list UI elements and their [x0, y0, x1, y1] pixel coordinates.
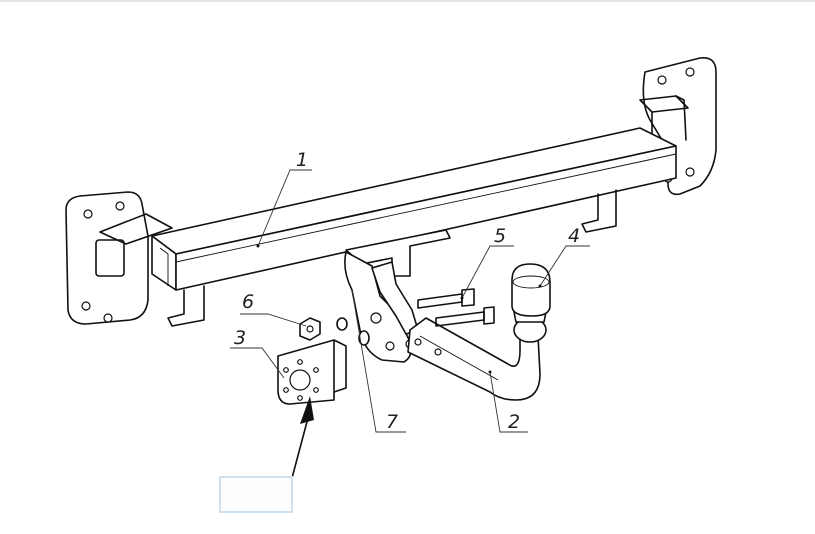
- bolts: [417, 288, 495, 327]
- socket-plate: [277, 339, 347, 405]
- hook-arm: [407, 317, 541, 401]
- cross-beam: [151, 127, 677, 291]
- tow-ball: [511, 263, 551, 343]
- redacted-label-text: [229, 486, 258, 496]
- beam-feet: [167, 189, 617, 327]
- callout-2: 2: [508, 411, 520, 433]
- callout-5: 5: [494, 225, 506, 247]
- callout-1: 1: [296, 149, 308, 171]
- callout-6: 6: [242, 291, 254, 313]
- top-border: [0, 0, 815, 2]
- left-mounting-bracket: [65, 191, 173, 325]
- callout-4: 4: [568, 225, 580, 247]
- callout-3: 3: [234, 327, 246, 349]
- pointer-arrow: [291, 396, 314, 479]
- nut-and-washers: [299, 317, 370, 346]
- leader-lines: [230, 169, 590, 433]
- redacted-label-box: [219, 476, 293, 513]
- callout-7: 7: [386, 411, 398, 433]
